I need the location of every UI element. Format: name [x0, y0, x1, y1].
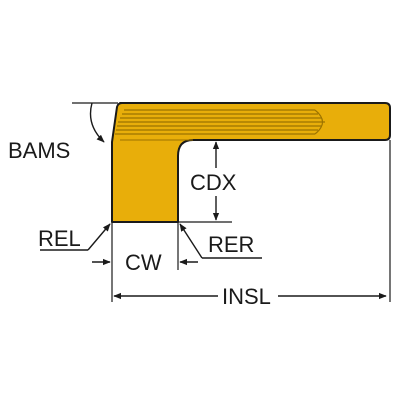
rel-annotation: REL [38, 223, 111, 251]
insl-annotation: INSL [111, 140, 391, 309]
insert-body [111, 102, 391, 223]
rer-annotation: RER [179, 223, 262, 259]
insert-shape [111, 102, 391, 223]
bams-annotation: BAMS [8, 102, 118, 163]
cw-annotation: CW [92, 222, 198, 275]
cw-label: CW [125, 250, 162, 275]
rer-label: RER [208, 232, 254, 257]
rel-label: REL [38, 226, 81, 251]
chip-breaker-grooves [115, 109, 325, 135]
cdx-annotation: CDX [178, 141, 237, 223]
bams-label: BAMS [8, 138, 70, 163]
cdx-label: CDX [190, 170, 237, 195]
insl-label: INSL [222, 284, 271, 309]
